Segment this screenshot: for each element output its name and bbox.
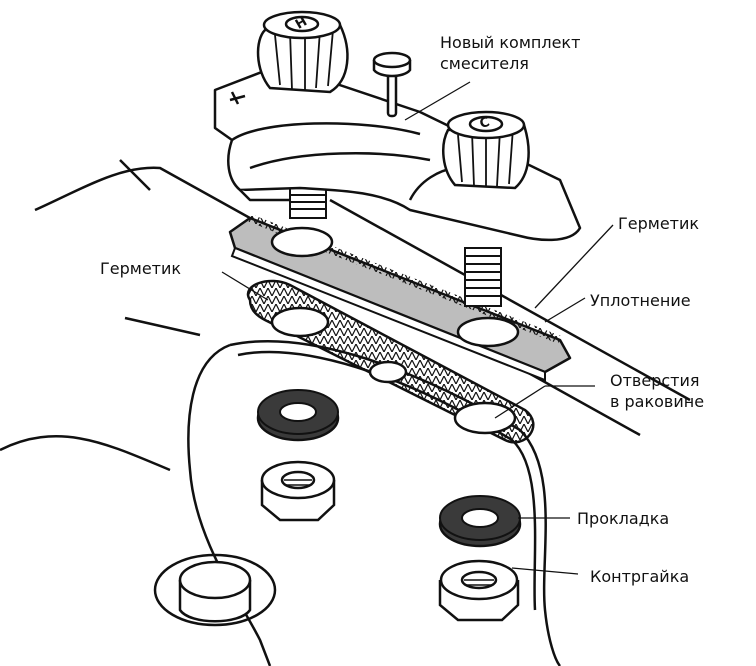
locknut-left	[260, 460, 336, 522]
label-new-faucet-kit-line1: Новый комплект	[440, 33, 581, 52]
cold-knob	[442, 110, 530, 190]
label-new-faucet-kit-line2: смесителя	[440, 54, 529, 73]
label-sink-holes-line1: Отверстия	[610, 371, 700, 390]
drain-rod	[372, 51, 412, 118]
label-sealant-left: Герметик	[100, 259, 182, 278]
sink-hole-cap	[153, 553, 277, 627]
label-sink-holes-line2: в раковине	[610, 392, 705, 411]
label-washer: Прокладка	[577, 509, 670, 528]
leader-lines	[221, 81, 614, 575]
locknut-right	[438, 559, 520, 622]
washer-right	[438, 495, 522, 548]
hot-knob	[256, 10, 349, 94]
washer-left	[256, 389, 340, 442]
label-new-faucet-kit: Новый комплект смесителя	[440, 32, 580, 74]
label-gasket: Уплотнение	[590, 291, 691, 310]
sealant-lower	[246, 279, 535, 444]
sink-countertop	[0, 159, 691, 666]
label-locknut: Контргайка	[590, 567, 690, 586]
label-sealant-right: Герметик	[618, 214, 700, 233]
faucet-body	[213, 63, 582, 242]
label-sink-holes: Отверстия в раковине	[610, 370, 704, 412]
gasket-plate	[228, 214, 572, 382]
